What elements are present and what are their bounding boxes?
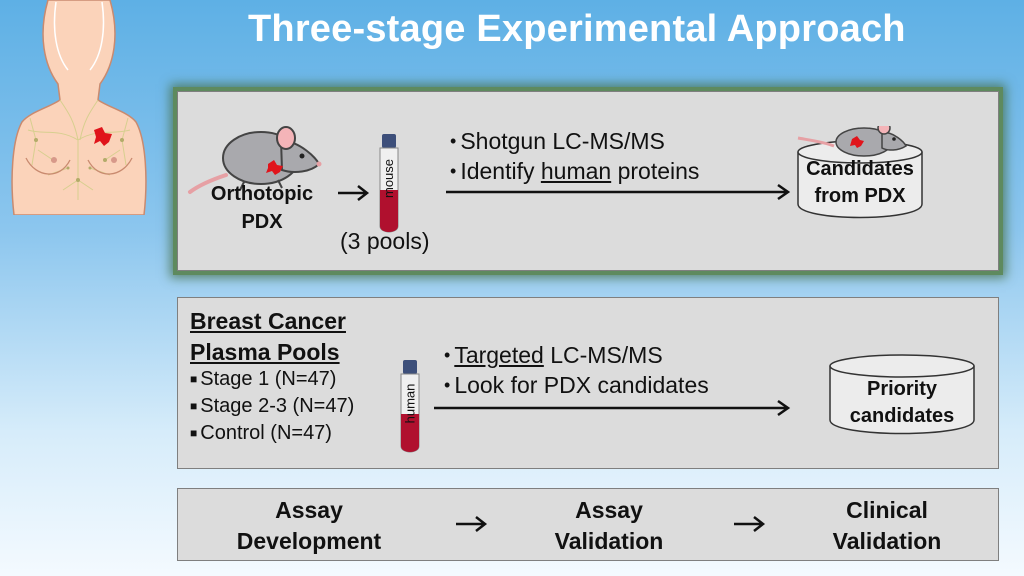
pool-item-stage1: Stage 1 (N=47) [200,368,337,390]
pdx-candidates-line2: from PDX [814,185,906,207]
step-clinical-validation-line2: Validation [832,528,942,554]
plasma-pools-heading-line1: Breast Cancer [190,308,346,334]
arrow-right-icon [456,516,488,532]
priority-candidates-line1: Priority [866,378,938,400]
page-title: Three-stage Experimental Approach [248,8,906,50]
step-clinical-validation-line1: Clinical [846,497,928,523]
pdx-label-line2: PDX [241,211,283,233]
pdx-candidates-database-icon [797,126,923,219]
arrow-right-icon [734,516,766,532]
mouse-plasma-tube-icon [379,134,399,233]
stage1-bullet-identify: Identify human proteins [460,158,700,184]
mouse-icon [188,126,322,194]
stage1-bullet-shotgun: Shotgun LC-MS/MS [460,128,665,154]
tube-label-mouse: mouse [381,158,397,198]
tumor-icon [94,127,112,146]
stage3-panel: Assay Development Assay Validation Clini… [177,488,999,561]
step-assay-development-line2: Development [236,528,382,554]
human-plasma-tube-icon [400,360,420,453]
stage2-bullet-targeted: Targeted LC-MS/MS [454,342,663,368]
tube-label-human: human [402,383,418,423]
pdx-label-line1: Orthotopic [210,183,314,205]
step-assay-validation-line1: Assay [575,497,643,523]
tumor-icon [266,160,283,175]
pdx-candidates-line1: Candidates [806,158,914,180]
long-arrow-right-icon [446,183,791,201]
pools-label: (3 pools) [340,228,430,254]
step-assay-validation-line2: Validation [554,528,664,554]
arrow-right-icon [338,185,370,201]
plasma-pools-heading-line2: Plasma Pools [190,339,340,365]
stage2-panel: Breast Cancer Plasma Pools ■Stage 1 (N=4… [177,297,999,469]
female-torso-illustration [11,0,147,215]
pool-item-control: Control (N=47) [200,422,332,444]
stage1-panel: Orthotopic PDX mouse (3 pools) •Shotgun … [177,91,999,271]
priority-candidates-line2: candidates [849,405,955,427]
pool-item-stage2-3: Stage 2-3 (N=47) [200,395,355,417]
priority-candidates-database-icon [829,354,975,435]
stage2-bullet-look-for: Look for PDX candidates [454,372,709,398]
step-assay-development-line1: Assay [275,497,343,523]
long-arrow-right-icon [434,399,791,417]
